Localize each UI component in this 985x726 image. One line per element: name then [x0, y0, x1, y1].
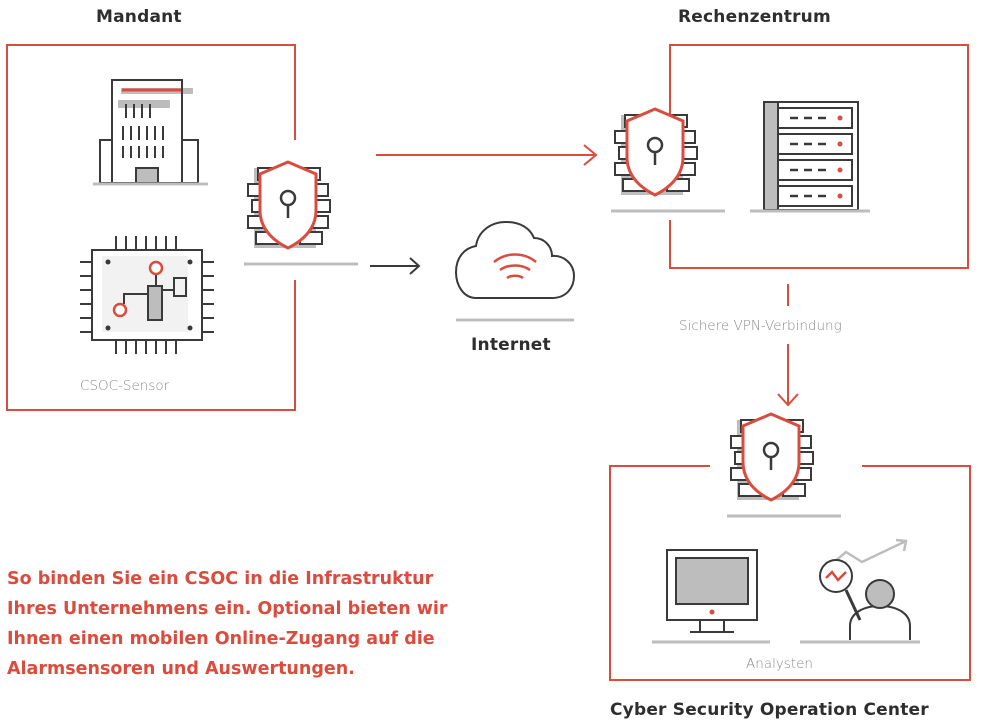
arrow-to-datacenter	[376, 144, 598, 166]
mandant-title: Mandant	[96, 7, 182, 27]
caption-line: So binden Sie ein CSOC in die Infrastruk…	[7, 569, 434, 589]
firewall-icon	[242, 160, 360, 266]
chip-icon	[80, 236, 214, 354]
rechenzentrum-title: Rechenzentrum	[678, 7, 831, 27]
mandant-box	[6, 44, 296, 411]
rechenzentrum-box	[669, 44, 969, 269]
vpn-connection-arrow	[777, 284, 799, 407]
csoc-box	[609, 465, 971, 681]
caption-line: Ihnen einen mobilen Online-Zugang auf di…	[7, 629, 435, 649]
csoc-sensor-label: CSOC-Sensor	[80, 378, 170, 394]
caption-line: Ihres Unternehmens ein. Optional bieten …	[7, 599, 448, 619]
server-rack-icon	[750, 101, 870, 213]
firewall-icon	[725, 412, 843, 518]
vpn-label: Sichere VPN-Verbindung	[679, 318, 842, 334]
caption-text: So binden Sie ein CSOC in die Infrastruk…	[7, 564, 507, 684]
firewall-icon	[609, 107, 727, 213]
cloud-wifi-icon	[454, 220, 576, 322]
analyst-icon	[800, 538, 920, 644]
caption-line: Alarmsensoren und Auswertungen.	[7, 659, 355, 679]
internet-label: Internet	[471, 335, 551, 355]
arrow-to-internet	[370, 257, 421, 275]
analysten-label: Analysten	[746, 656, 813, 672]
monitor-icon	[652, 549, 770, 644]
building-icon	[93, 79, 208, 186]
csoc-title: Cyber Security Operation Center	[610, 700, 929, 720]
